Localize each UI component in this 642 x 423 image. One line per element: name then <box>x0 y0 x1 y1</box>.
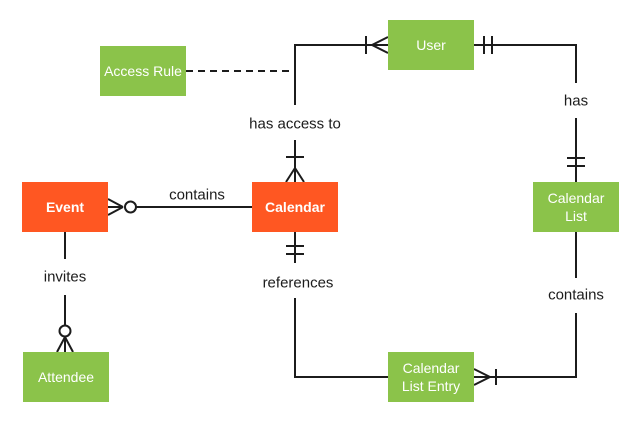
crows-foot-many-icon <box>285 167 305 183</box>
entity-user[interactable]: User <box>388 20 474 70</box>
crows-foot-many-icon <box>56 336 74 353</box>
connector-calendar-entry <box>286 232 388 378</box>
connector-event-calendar <box>107 198 252 216</box>
entity-attendee[interactable]: Attendee <box>23 352 109 402</box>
entity-label: Access Rule <box>104 63 182 79</box>
entity-calendar[interactable]: Calendar <box>252 182 338 232</box>
connector-user-calendar-list <box>474 36 585 182</box>
relationship-label-contains-event-calendar: contains <box>166 185 228 205</box>
entity-label: Calendar List Entry <box>401 360 461 394</box>
connector-line <box>474 44 577 83</box>
entity-access-rule[interactable]: Access Rule <box>100 46 186 96</box>
entity-label: User <box>416 37 446 53</box>
connector-event-attendee <box>56 232 74 353</box>
crows-foot-many-icon <box>107 198 124 216</box>
connector-calendar-user <box>285 36 389 183</box>
relationship-label-has-access-to: has access to <box>246 114 344 134</box>
entity-label: Calendar <box>265 199 325 215</box>
circle-zero-icon <box>124 200 137 214</box>
relationship-label-contains-calendar-list: contains <box>545 285 607 305</box>
entity-label: Calendar List <box>547 190 605 224</box>
entity-label: Attendee <box>37 369 95 385</box>
circle-zero-icon <box>58 324 72 338</box>
entity-label: Event <box>45 199 85 215</box>
crows-foot-many-icon <box>371 36 389 54</box>
crows-foot-many-icon <box>473 368 491 386</box>
connector-line <box>294 44 372 105</box>
entity-event[interactable]: Event <box>22 182 108 232</box>
connector-line <box>294 298 388 378</box>
relationship-label-has: has <box>560 91 592 111</box>
connector-line <box>490 313 577 378</box>
entity-calendar-list[interactable]: Calendar List <box>533 182 619 232</box>
entity-calendar-list-entry[interactable]: Calendar List Entry <box>388 352 474 402</box>
relationship-label-invites: invites <box>40 267 90 287</box>
relationship-label-references: references <box>259 273 337 293</box>
connector-calendar-list-entry <box>473 232 577 386</box>
